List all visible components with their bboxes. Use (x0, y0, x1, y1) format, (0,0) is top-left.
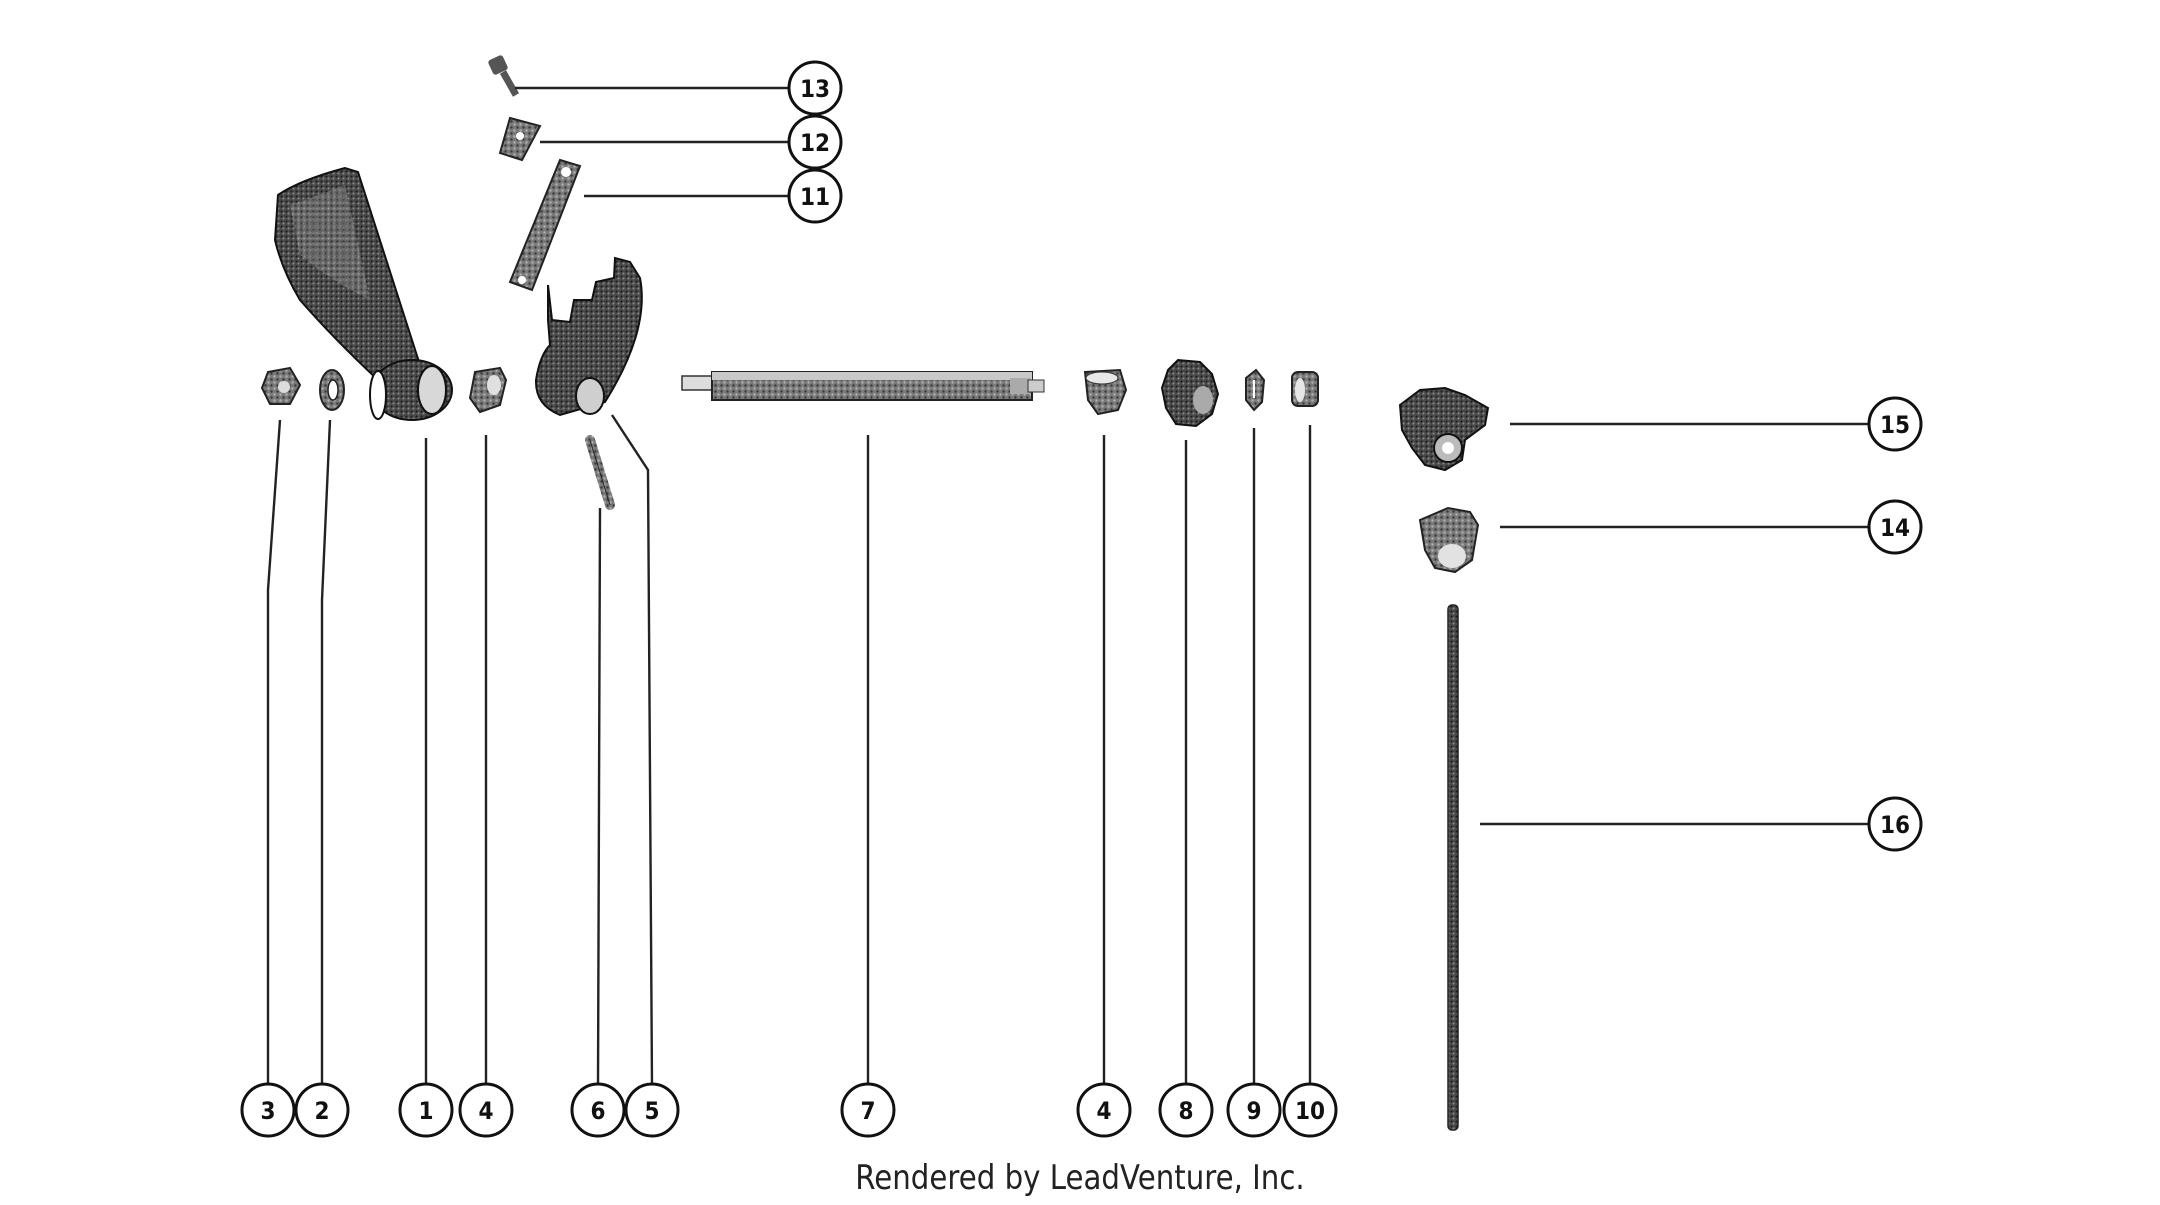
svg-text:14: 14 (1880, 514, 1910, 542)
part-4-bushing-left (468, 366, 508, 414)
part-6-pin (585, 435, 615, 510)
svg-text:5: 5 (644, 1097, 659, 1125)
part-7-shaft (681, 371, 1045, 401)
callout-2: 2 (294, 1082, 350, 1138)
part-13-bolt (488, 55, 520, 97)
part-11-link (508, 158, 582, 292)
callout-14: 14 (1867, 499, 1923, 555)
callout-11: 11 (787, 168, 843, 224)
callout-16: 16 (1867, 796, 1923, 852)
callout-4-right: 4 (1076, 1082, 1132, 1138)
callout-5: 5 (624, 1082, 680, 1138)
rendered-by-footer: Rendered by LeadVenture, Inc. (855, 1158, 1305, 1198)
part-5-arm (534, 256, 643, 417)
callout-10: 10 (1282, 1082, 1338, 1138)
part-16-rod (1447, 604, 1459, 1131)
svg-text:6: 6 (590, 1097, 605, 1125)
svg-text:1: 1 (418, 1097, 433, 1125)
svg-text:4: 4 (478, 1097, 493, 1125)
svg-text:10: 10 (1295, 1097, 1325, 1125)
part-4-bushing-right (1083, 368, 1128, 416)
part-10-cap (1291, 371, 1319, 407)
part-14-bushing (1418, 506, 1480, 574)
svg-text:7: 7 (860, 1097, 875, 1125)
svg-text:9: 9 (1246, 1097, 1261, 1125)
callout-13: 13 (787, 60, 843, 116)
part-8-gear (1160, 358, 1220, 428)
callout-4-left: 4 (458, 1082, 514, 1138)
svg-text:3: 3 (260, 1097, 275, 1125)
callout-12: 12 (787, 114, 843, 170)
part-9-washer (1245, 368, 1266, 412)
callout-15: 15 (1867, 396, 1923, 452)
svg-text:4: 4 (1096, 1097, 1111, 1125)
svg-text:8: 8 (1178, 1097, 1193, 1125)
part-3-nut (260, 366, 302, 405)
svg-text:2: 2 (314, 1097, 329, 1125)
callout-8: 8 (1158, 1082, 1214, 1138)
svg-text:16: 16 (1880, 811, 1910, 839)
part-15-knob (1398, 386, 1490, 472)
callout-3: 3 (240, 1082, 296, 1138)
part-12-plate (498, 116, 542, 162)
callout-9: 9 (1226, 1082, 1282, 1138)
part-1-lever (273, 166, 453, 421)
svg-text:13: 13 (800, 75, 830, 103)
svg-text:11: 11 (800, 183, 830, 211)
svg-text:12: 12 (800, 129, 830, 157)
part-2-washer (319, 369, 345, 411)
svg-text:15: 15 (1880, 411, 1910, 439)
leader-lines (266, 86, 1868, 1086)
callout-7: 7 (840, 1082, 896, 1138)
callout-1: 1 (398, 1082, 454, 1138)
callout-6: 6 (570, 1082, 626, 1138)
